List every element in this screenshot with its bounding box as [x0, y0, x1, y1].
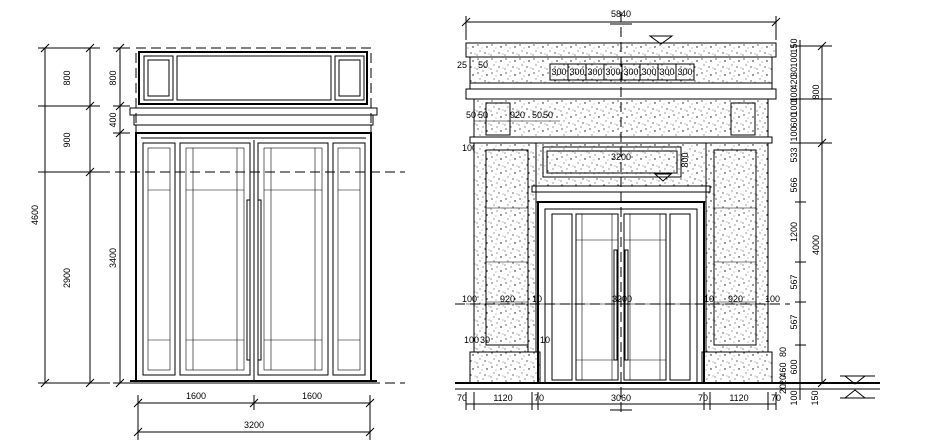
cornice-dentil-boxes: 300 300 300 300 300 300 300 300 — [549, 63, 695, 81]
low-dims: 100 30 10 — [464, 335, 550, 352]
upper-dim-3: 920 — [510, 110, 525, 120]
rdim-100-e: 100 — [789, 390, 799, 405]
bottom-dims-row: 70 1120 70 3060 70 1120 70 — [457, 392, 781, 410]
left-plinth — [469, 351, 541, 384]
upper-dim-5: 50 — [543, 110, 553, 120]
bottom-dim-70-d: 70 — [771, 393, 781, 403]
left-bottom-dim-1600-b: 1600 — [302, 391, 322, 401]
left-transom — [138, 51, 368, 105]
rdim-150-top: 150 — [789, 38, 799, 53]
mid-dim-3: 10 — [532, 294, 542, 304]
dentil-300-5: 300 — [623, 67, 638, 77]
top-small-25: 25 — [457, 60, 467, 70]
bottom-dim-1120-b: 1120 — [729, 393, 748, 403]
right-dims-chain: 150 100 30 420 100 100 600 100 533 566 1… — [778, 38, 832, 406]
low-dim-30: 30 — [480, 335, 490, 345]
bottom-dim-1120-a: 1120 — [493, 393, 512, 403]
bottom-dim-3060: 3060 — [611, 393, 631, 403]
upper-b-dim-1: 100 — [462, 143, 477, 153]
rdim-30: 30 — [789, 67, 799, 77]
mid-dims-row: 100 920 10 3200 10 920 100 — [462, 294, 780, 305]
mid-dim-6: 920 — [728, 294, 743, 304]
rdim-100-b: 100 — [789, 87, 799, 102]
low-dim-100: 100 — [464, 335, 479, 345]
left-bottom-dim-1600-a: 1600 — [186, 391, 206, 401]
upper-dim-1: 50 — [466, 110, 476, 120]
low-dim-10: 10 — [540, 335, 550, 345]
rdim-100-c: 100 — [789, 100, 799, 115]
left-pilaster — [473, 142, 537, 384]
dentil-300-1: 300 — [551, 67, 566, 77]
rdim-566: 566 — [789, 177, 799, 192]
rdim-600: 600 — [789, 112, 799, 127]
bottom-dim-70-b: 70 — [534, 393, 544, 403]
rdim-1200: 1200 — [789, 222, 799, 242]
dentil-300-2: 300 — [569, 67, 584, 77]
rdim-outer-800: 800 — [811, 84, 821, 99]
left-elevation: 800 900 4600 2900 800 400 3400 1600 1600… — [30, 43, 405, 440]
dentil-300-8: 300 — [677, 67, 692, 77]
mid-dim-4: 3200 — [612, 294, 632, 304]
rdim-460: 460 — [778, 362, 788, 377]
upper-dim-2: 50 — [478, 110, 488, 120]
dentil-300-7: 300 — [659, 67, 674, 77]
left-beam — [129, 107, 378, 116]
rdim-outer-4000: 4000 — [811, 235, 821, 255]
bottom-dim-70-c: 70 — [698, 393, 708, 403]
rdim-567-a: 567 — [789, 274, 799, 289]
rdim-20-a: 20 — [778, 375, 788, 385]
right-pilaster — [705, 142, 769, 384]
right-plinth — [701, 351, 773, 384]
left-dim-4600: 4600 — [30, 205, 40, 225]
right-elevation: 5840 300 300 300 300 300 300 300 300 25 … — [455, 9, 880, 415]
rdim-100-d: 100 — [789, 126, 799, 141]
rdim-600-b: 600 — [789, 359, 799, 374]
level-marker-top — [648, 35, 674, 45]
rdim-20-b: 20 — [778, 384, 788, 394]
left-dim-900: 900 — [62, 132, 72, 147]
mid-dim-1: 100 — [462, 294, 477, 304]
left-inner-dim-800: 800 — [108, 70, 118, 85]
rdim-150-bottom: 150 — [810, 390, 820, 405]
dentil-300-3: 300 — [587, 67, 602, 77]
left-inner-dim-3400: 3400 — [108, 248, 118, 268]
left-inner-dim-400: 400 — [108, 112, 118, 127]
dentil-300-4: 300 — [605, 67, 620, 77]
rdim-567-b: 567 — [789, 314, 799, 329]
floor-level-symbol — [840, 375, 875, 399]
left-dim-2900: 2900 — [62, 268, 72, 288]
level-marker-lintel — [653, 173, 673, 182]
bottom-dim-70-a: 70 — [457, 393, 467, 403]
mid-dim-2: 920 — [500, 294, 515, 304]
upper-dims-row: 50 50 920 50 50 — [466, 110, 560, 122]
rdim-420: 420 — [789, 74, 799, 89]
rdim-100-a: 100 — [789, 52, 799, 67]
mid-dim-7: 100 — [765, 294, 780, 304]
rdim-533: 533 — [789, 147, 799, 162]
lintel-height-800: 800 — [680, 152, 690, 167]
dentil-300-6: 300 — [641, 67, 656, 77]
left-bottom-dim-3200: 3200 — [244, 420, 264, 430]
rdim-80: 80 — [778, 347, 788, 357]
top-small-50: 50 — [478, 60, 488, 70]
upper-dim-4: 50 — [532, 110, 542, 120]
left-dim-800: 800 — [62, 70, 72, 85]
mid-dim-5: 10 — [704, 294, 714, 304]
